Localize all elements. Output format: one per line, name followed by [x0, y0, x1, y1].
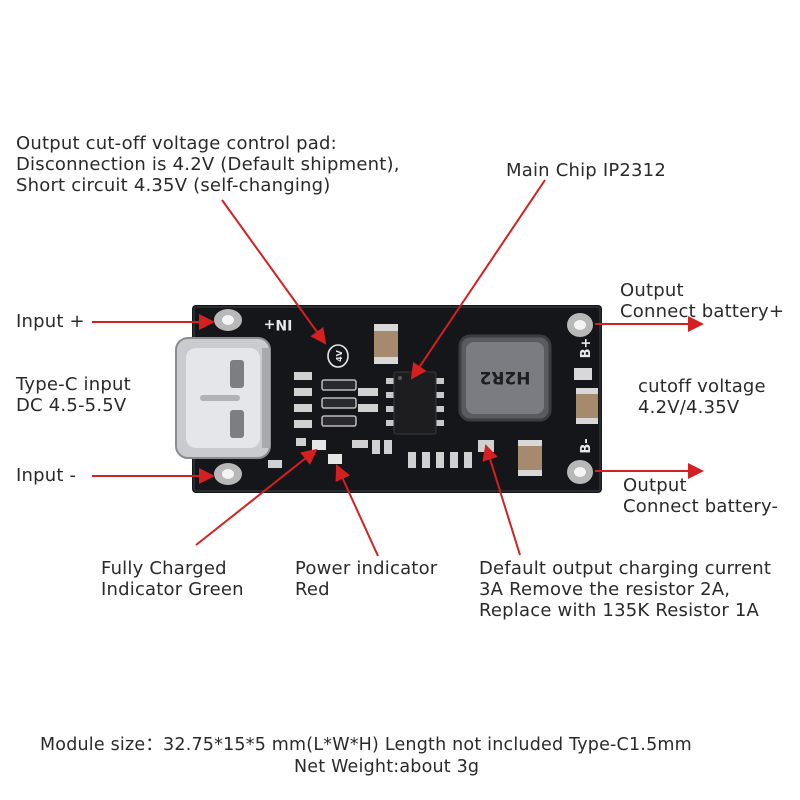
- charged-led-line-2: Indicator Green: [101, 579, 244, 600]
- main-chip-label: Main Chip IP2312: [506, 160, 666, 181]
- solder-pad-b-minus: [567, 460, 593, 484]
- type-c-label: Type-C input DC 4.5-5.5V: [16, 374, 131, 416]
- main-chip-text: Main Chip IP2312: [506, 160, 666, 181]
- charged-led-label: Fully Charged Indicator Green: [101, 558, 244, 600]
- cutoff-pad-line-3: Short circuit 4.35V (self-changing): [16, 175, 400, 196]
- capacitor-bottom-right: [518, 440, 542, 476]
- net-weight-label: Net Weight:about 3g: [294, 757, 479, 778]
- charge-current-label: Default output charging current 3A Remov…: [479, 558, 771, 621]
- output-minus-line-1: Output: [623, 475, 778, 496]
- cutoff-voltage-label: cutoff voltage 4.2V/4.35V: [638, 376, 766, 418]
- module-size-label: Module size：32.75*15*5 mm(L*W*H) Length …: [40, 735, 692, 756]
- solder-pad-in-plus: [214, 309, 242, 331]
- charged-led-line-1: Fully Charged: [101, 558, 244, 579]
- led-green-charged: [312, 440, 326, 450]
- charge-current-line-2: 3A Remove the resistor 2A,: [479, 579, 771, 600]
- input-plus-label: Input +: [16, 311, 85, 332]
- input-minus-text: Input -: [16, 465, 76, 486]
- type-c-connector: [176, 338, 270, 458]
- pad-marking: 4V: [335, 349, 344, 362]
- output-minus-line-2: Connect battery-: [623, 496, 778, 517]
- silk-b-plus: B+: [579, 338, 594, 359]
- cutoff-voltage-line-2: 4.2V/4.35V: [638, 397, 766, 418]
- capacitor-right: [576, 388, 598, 424]
- silk-in-plus: IN+: [264, 316, 293, 332]
- power-led-label: Power indicator Red: [295, 558, 437, 600]
- charge-current-line-1: Default output charging current: [479, 558, 771, 579]
- power-led-line-2: Red: [295, 579, 437, 600]
- type-c-line-2: DC 4.5-5.5V: [16, 395, 131, 416]
- power-led-line-1: Power indicator: [295, 558, 437, 579]
- input-minus-label: Input -: [16, 465, 76, 486]
- inductor-marking: H2R2: [480, 367, 531, 387]
- input-plus-text: Input +: [16, 311, 85, 332]
- net-weight-text: Net Weight:about 3g: [294, 757, 479, 778]
- solder-pad-b-plus: [567, 313, 593, 337]
- output-plus-line-2: Connect battery+: [620, 301, 784, 322]
- capacitor-right-upper: [574, 368, 592, 380]
- silk-b-minus: B-: [579, 438, 594, 453]
- charge-current-line-3: Replace with 135K Resistor 1A: [479, 600, 771, 621]
- cutoff-pad-line-2: Disconnection is 4.2V (Default shipment)…: [16, 154, 400, 175]
- main-chip-ip2312: [386, 372, 444, 434]
- inductor-h2r2: H2R2: [460, 336, 550, 420]
- cutoff-pad-line-1: Output cut-off voltage control pad:: [16, 133, 400, 154]
- solder-pad-in-minus: [214, 463, 242, 485]
- type-c-line-1: Type-C input: [16, 374, 131, 395]
- module-size-text: Module size：32.75*15*5 mm(L*W*H) Length …: [40, 735, 692, 756]
- cutoff-pad-label: Output cut-off voltage control pad: Disc…: [16, 133, 400, 196]
- led-red-power: [328, 454, 342, 464]
- output-plus-line-1: Output: [620, 280, 784, 301]
- cutoff-voltage-line-1: cutoff voltage: [638, 376, 766, 397]
- capacitor-top: [374, 324, 398, 364]
- output-minus-label: Output Connect battery-: [623, 475, 778, 517]
- output-plus-label: Output Connect battery+: [620, 280, 784, 322]
